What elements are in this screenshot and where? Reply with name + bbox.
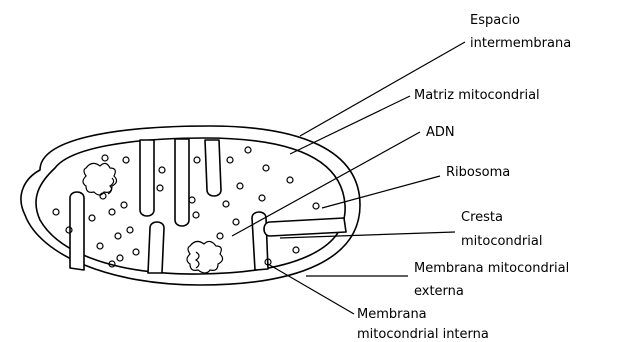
leader-interna [268,264,354,314]
label-matriz-mitocondrial: Matriz mitocondrial [414,88,540,103]
crista-top-left [140,140,154,216]
label-adn: ADN [426,125,455,140]
crista-top-right [205,140,221,196]
crista-top-middle [175,139,189,226]
leader-matriz [290,96,410,154]
label-cresta-mitocondrial: Cresta mitocondrial [461,210,542,249]
labels: Espacio intermembrana Matriz mitocondria… [357,13,573,342]
crista-bottom-middle [148,222,164,273]
label-membrana-interna: Membrana mitocondrial interna [357,307,489,342]
label-ribosoma: Ribosoma [446,165,510,180]
label-espacio-intermembrana: Espacio intermembrana [470,13,571,51]
label-membrana-externa: Membrana mitocondrial externa [414,261,573,299]
